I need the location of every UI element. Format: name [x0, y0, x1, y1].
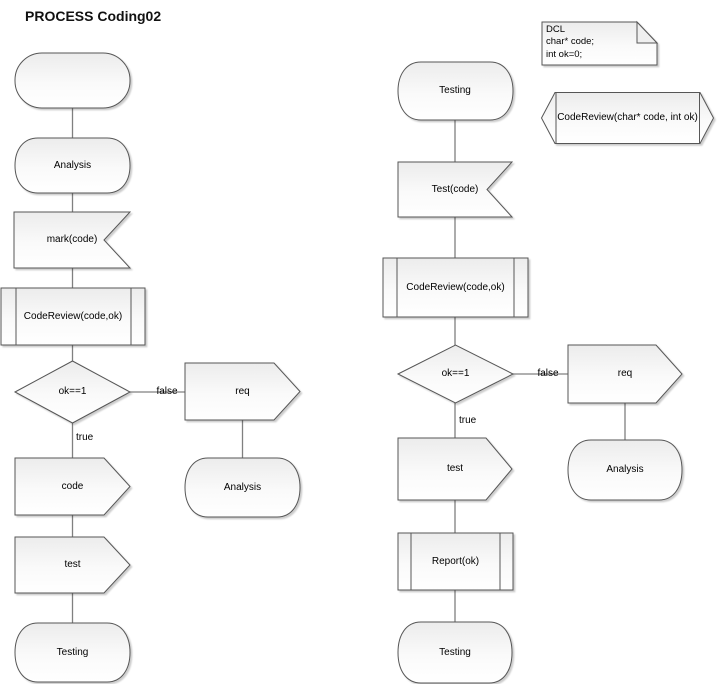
- node-decision-left[interactable]: [13, 360, 132, 424]
- node-req-analysis-left[interactable]: [184, 457, 301, 518]
- connectors: [71, 108, 626, 623]
- node-label-end-left[interactable]: Testing: [56, 647, 89, 658]
- node-procedure-header[interactable]: [540, 92, 715, 144]
- node-label-decision-left[interactable]: ok==1: [58, 386, 87, 397]
- node-testcall-input[interactable]: [397, 161, 514, 218]
- node-req-right[interactable]: [567, 344, 683, 404]
- node-req-left[interactable]: [184, 362, 301, 421]
- node-label-analysis-left[interactable]: Analysis: [53, 160, 92, 171]
- node-mark-input[interactable]: [13, 211, 132, 269]
- node-label-codereview-left[interactable]: CodeReview(code,ok): [23, 310, 123, 322]
- node-label-test-left[interactable]: test: [64, 559, 81, 570]
- node-decision-right[interactable]: [396, 344, 515, 404]
- node-test-right[interactable]: [397, 437, 513, 501]
- node-test-left[interactable]: [14, 536, 131, 594]
- node-end-testing-left[interactable]: [14, 622, 131, 683]
- declaration-note-text: DCL char* code; int ok=0;: [546, 24, 594, 61]
- diagram-title: PROCESS Coding02: [25, 8, 162, 24]
- node-label-codereview-right[interactable]: CodeReview(code,ok): [406, 281, 505, 293]
- node-codereview-right[interactable]: [382, 257, 529, 318]
- branch-label-false-left: false: [156, 386, 178, 397]
- node-label-start-right[interactable]: Testing: [439, 85, 471, 96]
- node-label-test-right[interactable]: test: [446, 463, 464, 474]
- node-label-procedure-header[interactable]: CodeReview(char* code, int ok): [557, 112, 698, 123]
- node-analysis-left[interactable]: [14, 137, 131, 194]
- node-label-report[interactable]: Report(ok): [431, 555, 480, 567]
- branch-label-true-left: true: [76, 432, 94, 443]
- node-label-end-right[interactable]: Testing: [439, 646, 471, 658]
- note-line-3: int ok=0;: [546, 48, 583, 60]
- branch-label-false-right: false: [537, 368, 559, 379]
- node-start-terminator-left[interactable]: [14, 52, 131, 109]
- node-label-req-right[interactable]: req: [617, 368, 633, 379]
- node-report[interactable]: [397, 532, 514, 591]
- node-label-testcall[interactable]: Test(code): [431, 184, 479, 195]
- node-start-testing-right[interactable]: [397, 61, 514, 121]
- note-fold-corner-icon: [636, 20, 659, 44]
- declaration-note[interactable]: [541, 21, 658, 66]
- node-code-left[interactable]: [14, 457, 131, 516]
- note-line-1: DCL: [546, 24, 566, 35]
- node-label-req-analysis-right[interactable]: Analysis: [606, 464, 644, 475]
- node-label-req-left[interactable]: req: [235, 386, 250, 397]
- note-line-2: char* code;: [546, 36, 595, 48]
- node-label-req-analysis-left[interactable]: Analysis: [223, 482, 262, 493]
- node-label-mark[interactable]: mark(code): [46, 234, 98, 245]
- node-label-decision-right[interactable]: ok==1: [441, 368, 470, 379]
- branch-label-true-right: true: [459, 415, 477, 426]
- node-req-analysis-right[interactable]: [567, 439, 683, 501]
- node-codereview-left[interactable]: [0, 287, 146, 346]
- node-end-testing-right[interactable]: [397, 621, 513, 684]
- node-label-code-left[interactable]: code: [61, 481, 84, 492]
